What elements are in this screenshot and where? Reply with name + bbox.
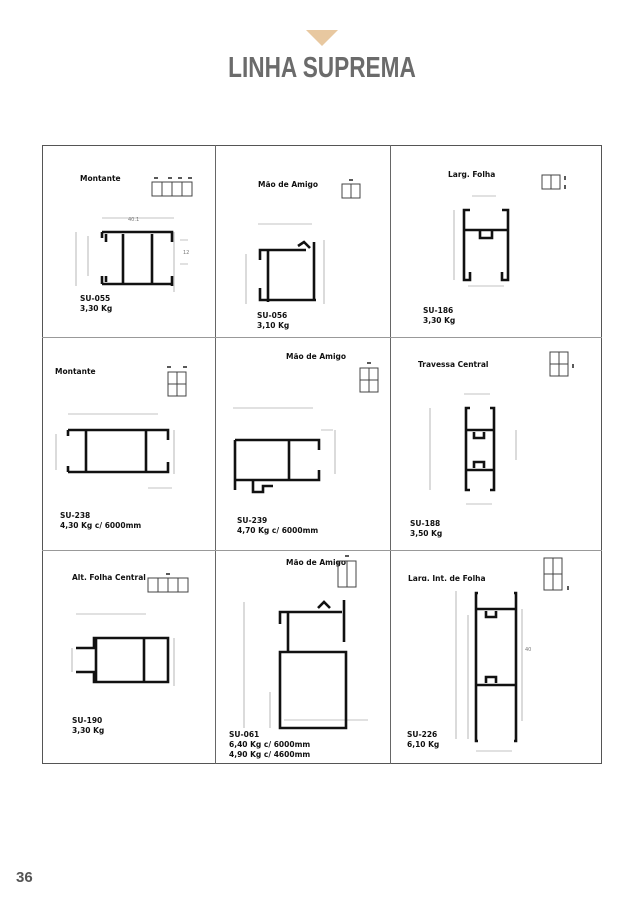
profile-drawing-su-056	[245, 223, 325, 304]
window-4-panel-icon	[549, 351, 574, 377]
profile-code: SU-239	[237, 516, 268, 525]
profile-code: SU-226	[407, 730, 438, 739]
profile-drawing-su-055: 40.1 12	[75, 217, 189, 292]
profile-drawing-su-226: 40	[455, 591, 531, 752]
profile-drawing-su-238	[55, 413, 175, 489]
window-2-panel-icon	[337, 555, 357, 588]
page-number: 36	[16, 869, 33, 886]
profile-code: SU-056	[257, 311, 288, 320]
svg-text:12: 12	[183, 250, 189, 256]
profile-title: Travessa Central	[418, 360, 489, 369]
window-2-panel-icon	[359, 362, 379, 393]
profile-title: Alt. Folha Central	[72, 573, 146, 582]
profile-weight: 3,30 Kg	[80, 304, 113, 313]
profile-title: Mão de Amigo	[286, 352, 347, 361]
divider	[390, 145, 391, 764]
page-title: LINHA SUPREMA	[228, 52, 416, 84]
profile-code: SU-238	[60, 511, 91, 520]
profile-title: Larg. Folha	[448, 170, 496, 179]
window-2-panel-icon	[167, 366, 187, 397]
profile-code: SU-188	[410, 519, 441, 528]
header-triangle-icon	[306, 30, 338, 46]
svg-text:40.1: 40.1	[128, 217, 139, 223]
profile-drawing-su-186	[453, 195, 510, 287]
divider	[42, 337, 602, 338]
profile-weight: 3,10 Kg	[257, 321, 290, 330]
profile-title: Montante	[55, 367, 96, 376]
profile-drawing-su-239	[233, 407, 336, 494]
window-4-panel-icon	[151, 177, 193, 197]
profile-title: Mão de Amigo	[286, 558, 347, 567]
profile-title: Larg. Int. de Folha	[408, 574, 486, 581]
window-2-panel-icon	[541, 174, 566, 190]
profile-title: Mão de Amigo	[258, 180, 319, 189]
profile-code: SU-061	[229, 730, 260, 739]
profile-weight: 6,10 Kg	[407, 740, 440, 749]
window-4-panel-icon	[147, 573, 189, 593]
profile-drawing-su-061	[243, 600, 368, 730]
divider	[215, 145, 216, 764]
profile-weight: 3,50 Kg	[410, 529, 443, 538]
profile-weight: 6,40 Kg c/ 6000mm	[229, 740, 311, 749]
profile-code: SU-190	[72, 716, 103, 725]
profile-drawing-su-188	[429, 393, 517, 505]
profile-table	[42, 145, 602, 764]
window-2-panel-icon	[543, 557, 569, 591]
profile-weight: 4,70 Kg c/ 6000mm	[237, 526, 319, 535]
profile-code: SU-186	[423, 306, 454, 315]
profile-weight: 3,30 Kg	[423, 316, 456, 325]
window-2-panel-icon	[341, 179, 361, 199]
divider	[42, 550, 602, 551]
profile-weight: 4,30 Kg c/ 6000mm	[60, 521, 142, 530]
profile-title: Montante	[80, 174, 121, 183]
profile-drawing-su-190	[71, 613, 175, 686]
profile-weight: 4,90 Kg c/ 4600mm	[229, 750, 311, 759]
svg-text:40: 40	[525, 647, 531, 653]
profile-weight: 3,30 Kg	[72, 726, 105, 735]
profile-code: SU-055	[80, 294, 111, 303]
